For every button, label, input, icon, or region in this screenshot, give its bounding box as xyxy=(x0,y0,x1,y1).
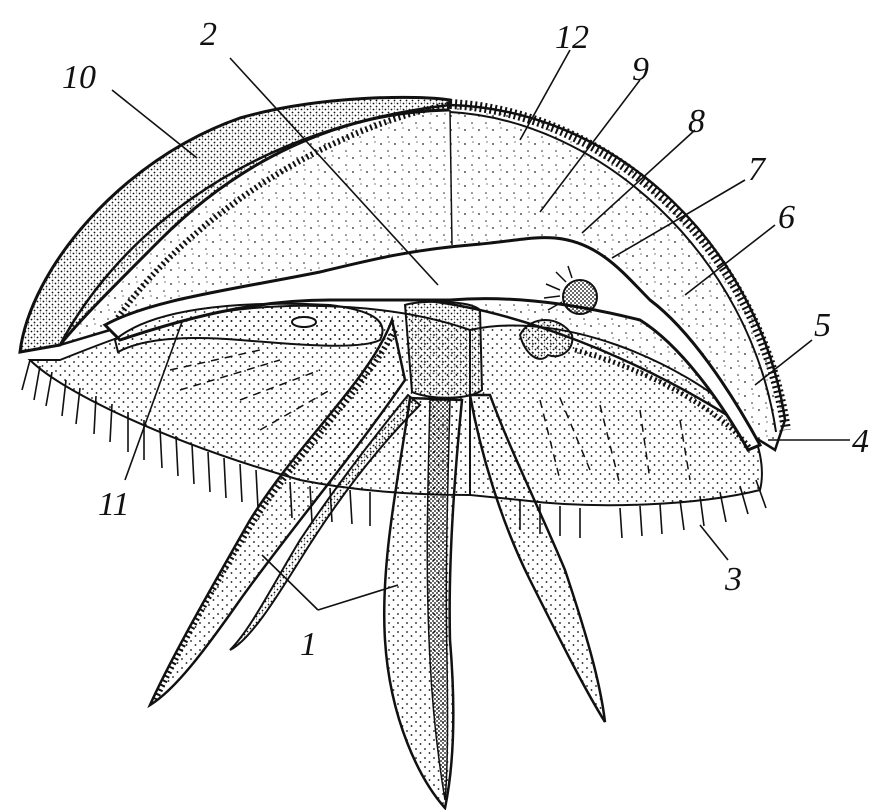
label-9: 9 xyxy=(632,51,649,88)
label-6: 6 xyxy=(778,199,795,236)
leader-3 xyxy=(700,525,728,560)
manubrium xyxy=(405,302,482,398)
label-5: 5 xyxy=(814,307,831,344)
label-3: 3 xyxy=(724,561,742,598)
gonad-left-spot xyxy=(292,317,316,327)
label-8: 8 xyxy=(688,103,705,140)
label-7: 7 xyxy=(748,151,767,188)
label-1: 1 xyxy=(300,626,317,663)
label-10: 10 xyxy=(62,59,96,96)
gonad-right xyxy=(520,320,572,359)
label-2: 2 xyxy=(200,16,217,53)
label-12: 12 xyxy=(555,19,589,56)
leader-10 xyxy=(112,90,197,158)
sense-organ xyxy=(563,280,597,314)
label-11: 11 xyxy=(98,486,129,523)
label-4: 4 xyxy=(852,423,869,460)
